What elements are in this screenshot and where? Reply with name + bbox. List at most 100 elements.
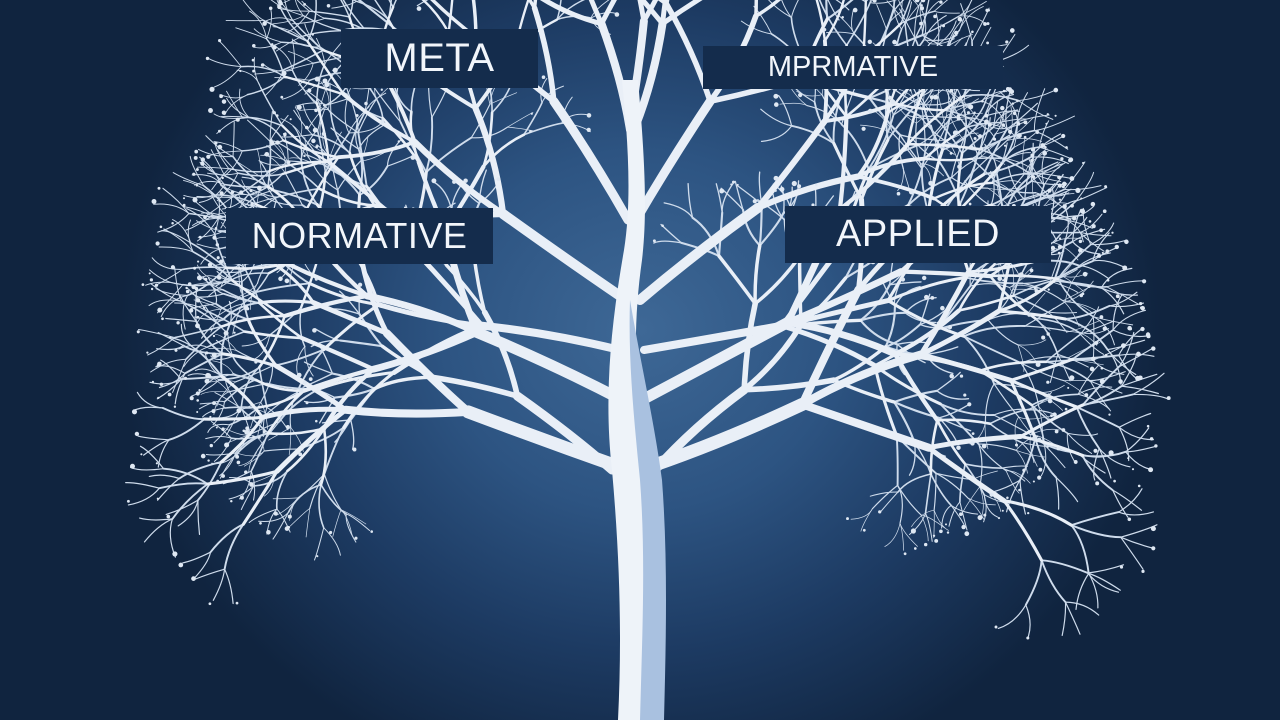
tree-branch — [202, 415, 265, 421]
tree-twig — [265, 160, 288, 177]
leaf-dot — [212, 401, 217, 406]
tree-twig — [1079, 231, 1105, 252]
leaf-dot — [892, 39, 897, 45]
leaf-dot — [1154, 444, 1158, 448]
leaf-dot — [140, 453, 143, 456]
tree-twig — [340, 0, 351, 18]
leaf-dot — [1081, 292, 1085, 296]
leaf-dot — [1138, 301, 1143, 306]
leaf-dot — [981, 99, 984, 103]
tree-twig — [959, 501, 968, 531]
tree-twig — [1063, 161, 1086, 190]
leaf-dot — [275, 140, 280, 145]
tree-twig — [796, 90, 823, 97]
tree-twig — [235, 27, 267, 40]
tree-twig — [978, 443, 1017, 451]
leaf-dot — [1022, 468, 1026, 472]
tree-twig — [906, 176, 953, 207]
tree-twig — [139, 517, 173, 521]
leaf-dot — [215, 243, 220, 247]
tree-twig — [523, 101, 543, 136]
leaf-dot — [854, 193, 859, 197]
leaf-dot — [949, 88, 954, 93]
leaf-dot — [957, 16, 963, 22]
tree-twig — [180, 323, 196, 350]
tree-twig — [330, 112, 351, 154]
tree-branch — [640, 321, 786, 354]
tree-twig — [148, 474, 180, 480]
tree-twig — [1017, 339, 1047, 346]
tree-twig — [259, 86, 284, 127]
tree-twig — [288, 427, 292, 455]
tree-twig — [340, 509, 367, 525]
leaf-dot — [1114, 244, 1120, 250]
leaf-dot — [381, 118, 384, 121]
leaf-dot — [315, 419, 318, 423]
leaf-dot — [909, 189, 914, 195]
tree-twig — [157, 477, 180, 501]
tree-twig — [197, 272, 224, 291]
tree-twig — [177, 499, 199, 527]
leaf-dot — [1122, 265, 1128, 271]
tree-twig — [358, 165, 389, 196]
leaf-dot — [286, 160, 291, 164]
tree-twig — [937, 95, 946, 129]
leaf-dot — [1084, 393, 1089, 397]
leaf-dot — [151, 380, 155, 384]
tree-twig — [1060, 275, 1084, 291]
tree-twig — [296, 0, 311, 12]
tree-branch — [641, 0, 659, 24]
leaf-dot — [1040, 143, 1046, 148]
tree-twig — [188, 281, 219, 287]
leaf-dot — [1141, 569, 1145, 574]
tree-twig — [897, 484, 903, 524]
tree-twig — [125, 482, 160, 489]
tree-twig — [1030, 148, 1036, 182]
tree-twig — [234, 283, 258, 299]
leaf-dot — [924, 294, 929, 300]
tree-twig — [1064, 601, 1100, 616]
leaf-dot — [193, 155, 198, 160]
tree-twig — [358, 124, 385, 150]
leaf-dot — [149, 278, 154, 282]
leaf-dot — [773, 175, 779, 181]
leaf-dot — [194, 149, 199, 154]
tree-branch — [935, 419, 967, 466]
tree-twig — [320, 483, 348, 515]
leaf-dot — [167, 392, 172, 397]
tree-twig — [174, 302, 207, 312]
leaf-dot — [841, 16, 844, 19]
tree-twig — [1040, 444, 1047, 477]
leaf-dot — [166, 514, 171, 519]
leaf-dot — [731, 180, 736, 184]
leaf-dot — [257, 185, 262, 191]
tree-twig — [1064, 301, 1097, 311]
tree-twig — [835, 0, 850, 11]
leaf-dot — [198, 389, 201, 392]
tree-twig — [1132, 372, 1165, 396]
tree-twig — [181, 266, 227, 271]
tree-branch — [363, 292, 481, 336]
leaf-dot — [230, 499, 233, 503]
leaf-dot — [1088, 220, 1092, 223]
tree-twig — [1075, 572, 1090, 610]
tree-twig — [1027, 391, 1052, 410]
tree-branch — [660, 0, 703, 27]
tree-twig — [964, 102, 986, 130]
tree-twig — [284, 0, 294, 21]
tree-twig — [210, 355, 234, 361]
tree-twig — [915, 122, 923, 170]
tree-twig — [1090, 222, 1115, 246]
leaf-dot — [1146, 424, 1150, 428]
tree-twig — [1063, 380, 1090, 400]
leaf-dot — [933, 14, 937, 19]
tree-twig — [841, 87, 856, 125]
leaf-dot — [272, 111, 276, 115]
label-applied: APPLIED — [785, 206, 1051, 263]
leaf-dot — [933, 94, 938, 100]
tree-twig — [1040, 559, 1089, 574]
leaf-dot — [1001, 123, 1006, 127]
tree-branch — [754, 0, 758, 18]
tree-twig — [897, 473, 932, 493]
tree-twig — [1100, 267, 1133, 289]
